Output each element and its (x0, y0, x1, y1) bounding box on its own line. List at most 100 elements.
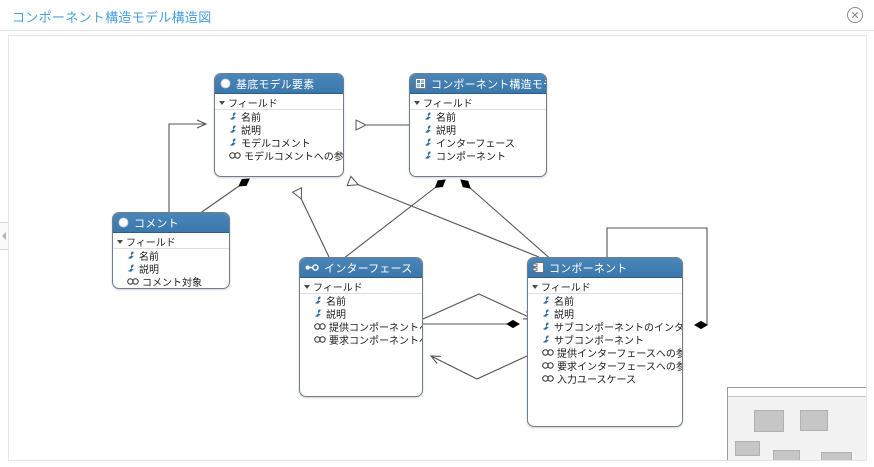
field-label: サブコンポーネント (554, 336, 644, 347)
class-node-title: 基底モデル要素 (236, 78, 315, 91)
field-label: コメント対象 (142, 278, 202, 289)
edge-association-interface-to-component (422, 293, 535, 320)
class-node-component[interactable]: コンポーネントフィールド名前説明サブコンポーネントのインターフェースサブコンポー… (527, 257, 683, 427)
edge-association-comment-to-base (168, 119, 208, 212)
field-label: 説明 (139, 265, 159, 276)
field-label: 要求インターフェースへの参照 (557, 362, 683, 373)
wrench-field-icon (424, 112, 433, 121)
field-label: 要求コンポーネントへの参照 (329, 336, 422, 347)
chevron-down-icon[interactable] (304, 285, 310, 289)
field-section-header[interactable]: フィールド (528, 280, 682, 294)
field-row[interactable]: 名前 (113, 249, 229, 263)
component-block-icon (532, 262, 544, 273)
chevron-down-icon[interactable] (414, 101, 420, 105)
field-row[interactable]: 説明 (113, 262, 229, 276)
field-row[interactable]: コンポーネント (410, 149, 546, 163)
field-section-header[interactable]: フィールド (113, 235, 229, 249)
field-label: 説明 (436, 126, 456, 137)
field-section-header[interactable]: フィールド (410, 96, 546, 110)
field-label: モデルコメント (241, 139, 311, 150)
chevron-down-icon[interactable] (117, 240, 123, 244)
field-row[interactable]: 名前 (410, 110, 546, 124)
class-node-title: コンポーネント (549, 262, 628, 275)
class-node-component-structure-model[interactable]: コンポーネント構造モデルフィールド名前説明インターフェースコンポーネント (409, 73, 547, 177)
field-row[interactable]: モデルコメント (215, 136, 343, 150)
wrench-field-icon (314, 296, 323, 305)
field-row[interactable]: 提供インターフェースへの参照 (528, 346, 683, 360)
class-node-header[interactable]: コメント (113, 213, 229, 233)
class-node-header[interactable]: コンポーネント構造モデル (410, 74, 546, 94)
reference-link-icon (542, 374, 554, 383)
field-row[interactable]: 名前 (528, 294, 682, 308)
wrench-field-icon (424, 151, 433, 160)
circle-class-icon (220, 78, 231, 89)
class-node-title: インターフェース (324, 262, 413, 275)
field-row[interactable]: 要求コンポーネントへの参照 (300, 333, 422, 347)
minimap-node-thumb (821, 452, 852, 460)
class-node-header[interactable]: コンポーネント (528, 258, 682, 278)
field-row[interactable]: 説明 (215, 123, 343, 137)
wrench-field-icon (229, 112, 238, 121)
field-section-label: フィールド (228, 99, 278, 110)
field-label: 提供インターフェースへの参照 (557, 349, 683, 360)
minimap-node-thumb (735, 441, 760, 456)
field-row[interactable]: コメント対象 (113, 275, 229, 288)
chevron-down-icon[interactable] (532, 285, 538, 289)
field-label: サブコンポーネントのインターフェース (554, 323, 683, 334)
field-row[interactable]: 提供コンポーネントへの参照 (300, 320, 422, 334)
edge-generalization-component-to-base (349, 181, 540, 258)
class-node-title: コンポーネント構造モデル (431, 78, 546, 91)
field-row[interactable]: モデルコメントへの参照 (215, 149, 344, 163)
page-title: コンポーネント構造モデル構造図 (12, 10, 212, 25)
wrench-field-icon (229, 138, 238, 147)
field-row[interactable]: 入力ユースケース (528, 372, 682, 386)
class-node-interface[interactable]: インターフェースフィールド名前説明提供コンポーネントへの参照要求コンポーネントへ… (299, 257, 423, 397)
field-row[interactable]: 名前 (300, 294, 422, 308)
field-section-label: フィールド (423, 99, 473, 110)
field-label: 名前 (554, 297, 574, 308)
class-node-title: コメント (134, 217, 179, 230)
reference-link-icon (314, 335, 326, 344)
wrench-field-icon (314, 309, 323, 318)
circle-class-icon (118, 217, 129, 228)
wrench-field-icon (542, 322, 551, 331)
wrench-field-icon (127, 251, 136, 260)
class-node-body: フィールド名前説明サブコンポーネントのインターフェースサブコンポーネント提供イン… (528, 278, 683, 386)
field-section-header[interactable]: フィールド (300, 280, 422, 294)
minimap-node-thumb (754, 410, 784, 432)
wrench-field-icon (542, 309, 551, 318)
reference-link-icon (314, 322, 326, 331)
edge-composition-structure-model-to-component (460, 179, 555, 263)
class-node-base-model-element[interactable]: 基底モデル要素フィールド名前説明モデルコメントモデルコメントへの参照 (214, 73, 344, 177)
wrench-field-icon (542, 335, 551, 344)
field-row[interactable]: インターフェース (410, 136, 546, 150)
field-label: 入力ユースケース (557, 375, 636, 386)
field-label: 名前 (241, 113, 261, 124)
window-titlebar: コンポーネント構造モデル構造図 (0, 0, 874, 31)
wrench-field-icon (424, 125, 433, 134)
field-row[interactable]: 名前 (215, 110, 343, 124)
class-node-comment[interactable]: コメントフィールド名前説明コメント対象 (112, 212, 230, 289)
field-row[interactable]: サブコンポーネント (528, 333, 682, 347)
field-label: モデルコメントへの参照 (244, 152, 344, 163)
class-node-header[interactable]: 基底モデル要素 (215, 74, 343, 94)
field-label: インターフェース (436, 139, 515, 150)
class-node-body: フィールド名前説明コメント対象 (113, 233, 229, 288)
diagram-canvas[interactable]: 基底モデル要素フィールド名前説明モデルコメントモデルコメントへの参照コンポーネン… (8, 35, 867, 461)
field-row[interactable]: 説明 (528, 307, 682, 321)
field-row[interactable]: サブコンポーネントのインターフェース (528, 320, 683, 334)
field-row[interactable]: 要求インターフェースへの参照 (528, 359, 683, 373)
edge-association-component-to-interface (429, 355, 528, 380)
wrench-field-icon (229, 125, 238, 134)
minimap-node-thumb (800, 410, 828, 431)
class-node-header[interactable]: インターフェース (300, 258, 422, 278)
lollipop-interface-icon (305, 262, 319, 273)
field-row[interactable]: 説明 (300, 307, 422, 321)
field-section-header[interactable]: フィールド (215, 96, 343, 110)
field-row[interactable]: 説明 (410, 123, 546, 137)
chevron-down-icon[interactable] (219, 101, 225, 105)
field-label: 説明 (241, 126, 261, 137)
diagram-minimap[interactable] (727, 387, 866, 460)
close-circle-icon[interactable] (846, 6, 864, 24)
